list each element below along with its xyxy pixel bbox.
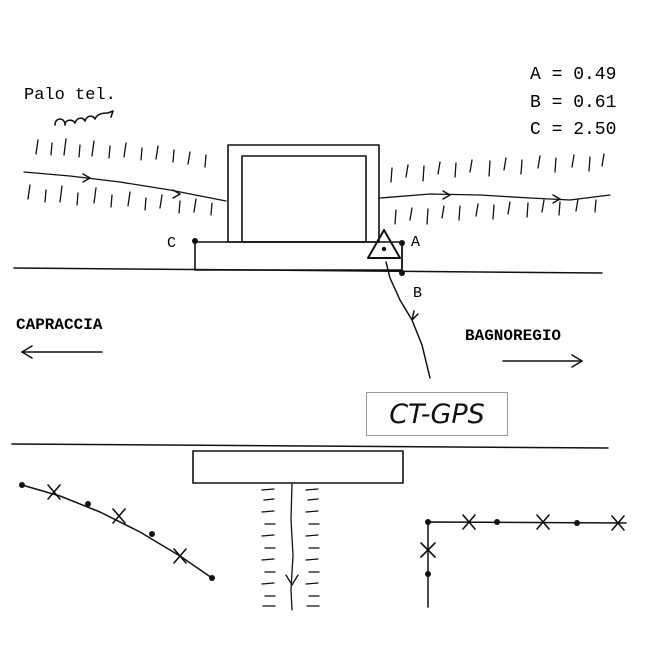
measure-a: A = 0.49 <box>530 65 616 85</box>
left-direction-label: CAPRACCIA <box>16 316 103 334</box>
leader-arrowhead <box>411 310 419 321</box>
point-a-label: A <box>411 234 420 251</box>
fence-lower-left <box>21 484 213 579</box>
fence-post <box>494 519 500 525</box>
point-b-marker <box>399 270 405 276</box>
point-c-marker <box>192 238 198 244</box>
fence-lower-right <box>427 521 627 608</box>
measure-c: C = 2.50 <box>530 120 616 140</box>
measure-b: B = 0.61 <box>530 93 616 113</box>
fence-lower-left-crosses <box>47 484 187 564</box>
fence-post <box>209 575 215 581</box>
fence-post <box>425 519 431 525</box>
point-c-label: C <box>167 235 176 252</box>
gps-station-triangle <box>367 229 401 259</box>
fence-lower-left-posts <box>19 482 215 581</box>
vegetation-hatching-upper-right <box>379 153 611 225</box>
fence-post <box>19 482 25 488</box>
point-b-label: B <box>413 285 422 302</box>
station-leader-line <box>385 261 431 379</box>
station-label-box: CT-GPS <box>366 392 508 436</box>
lower-channel-hatching <box>261 482 320 611</box>
fence-lower-right-posts <box>425 519 580 577</box>
road-edge-upper <box>13 267 603 274</box>
vegetation-hatching-upper-left <box>23 138 227 216</box>
right-direction-arrow <box>502 354 583 368</box>
headwall-lower <box>192 450 404 484</box>
culvert-structure <box>227 144 380 243</box>
pole-label: Palo tel. <box>24 86 116 105</box>
road-edge-lower <box>11 443 609 449</box>
right-direction-label: BAGNOREGIO <box>465 327 561 345</box>
fence-post <box>425 571 431 577</box>
headwall-upper <box>194 241 403 271</box>
fence-post <box>149 531 155 537</box>
gps-station-center <box>381 246 387 252</box>
station-label: CT-GPS <box>389 398 485 430</box>
fence-post <box>574 520 580 526</box>
left-direction-arrow <box>21 345 103 359</box>
fence-lower-right-crosses <box>420 514 625 558</box>
flow-arrows-upper <box>82 173 561 204</box>
fence-post <box>85 501 91 507</box>
pole-squiggle <box>54 110 114 126</box>
